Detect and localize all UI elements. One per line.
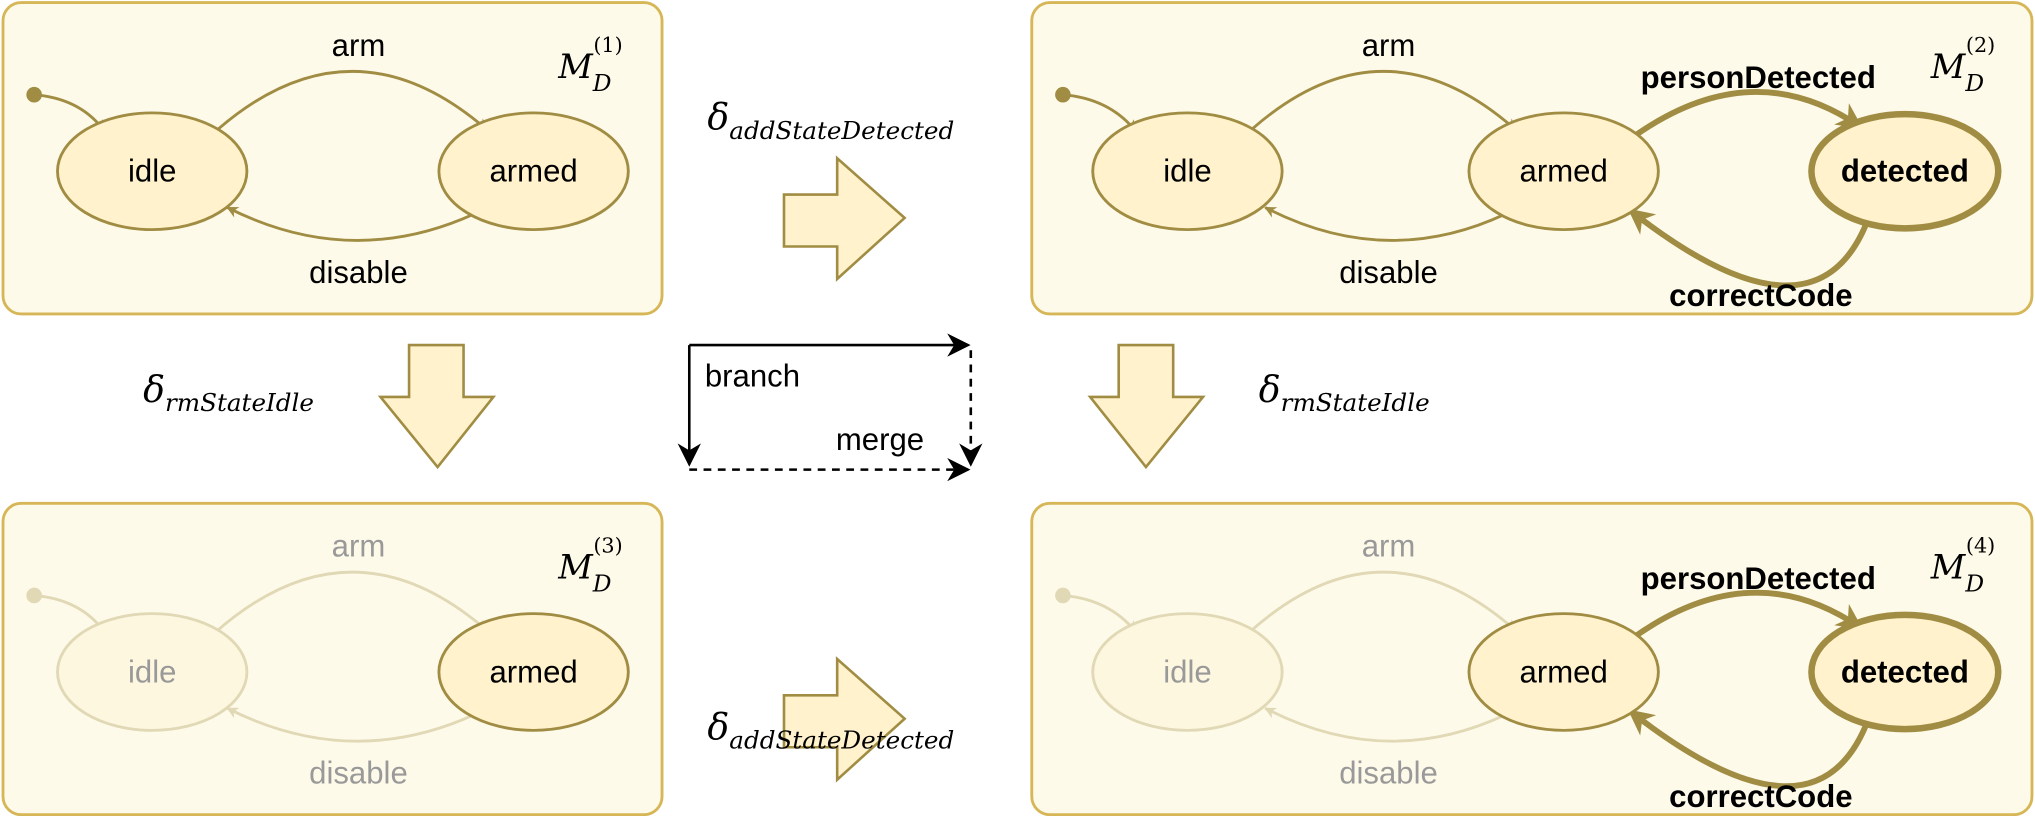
transition-arm-label: arm — [332, 529, 386, 564]
operation-rm-state-idle-right: δrmStateIdle — [1087, 343, 1430, 470]
transition-disable — [226, 206, 475, 242]
state-idle — [56, 612, 249, 732]
state-idle-label: idle — [1163, 154, 1211, 189]
transition-arm-label: arm — [1362, 529, 1416, 564]
block-arrow-right-icon — [782, 656, 907, 783]
operation-add-state-detected-bottom: δaddStateDetected — [707, 656, 954, 783]
transition-correctCode-label: correctCode — [1669, 779, 1852, 814]
transition-personDetected — [1630, 89, 1863, 140]
transition-arm — [213, 70, 488, 134]
state-armed — [1467, 111, 1660, 232]
operation-label: δrmStateIdle — [143, 368, 314, 417]
state-armed — [437, 111, 630, 232]
model-panel-4: MD(4) idle armed detected arm disable pe… — [1030, 501, 2034, 816]
state-armed — [1467, 612, 1660, 732]
transition-arm-label: arm — [1362, 28, 1416, 63]
block-arrow-down-icon — [1087, 343, 1206, 470]
state-armed-label: armed — [489, 654, 577, 689]
model-panel-1: MD(1) idle armed arm disable — [1, 1, 664, 316]
model-label: MD(3) — [557, 534, 622, 598]
transition-arm — [1247, 570, 1517, 635]
transition-disable — [226, 707, 475, 743]
state-armed — [437, 612, 630, 732]
model-label: MD(1) — [557, 33, 622, 97]
state-armed-label: armed — [1520, 654, 1608, 689]
operation-label: δrmStateIdle — [1259, 368, 1430, 417]
initial-transition — [34, 594, 106, 633]
transition-correctCode — [1627, 708, 1872, 790]
block-arrow-right-icon — [782, 155, 907, 282]
state-armed-label: armed — [1520, 154, 1608, 189]
model-panel-2: MD(2) idle armed detected arm disable pe… — [1030, 1, 2034, 316]
state-idle-label: idle — [1163, 654, 1211, 689]
state-detected-label: detected — [1841, 654, 1969, 689]
removed-elements — [26, 570, 488, 743]
transition-arm — [1247, 70, 1517, 134]
merge-label: merge — [836, 422, 924, 457]
state-idle — [1091, 612, 1284, 732]
branch-label: branch — [705, 359, 800, 394]
transition-correctCode-label: correctCode — [1669, 278, 1852, 313]
panel-frame — [1, 1, 664, 316]
transition-disable-label: disable — [1339, 756, 1438, 791]
model-panel-3: MD(3) idle armed arm disable — [1, 501, 664, 816]
model-label: MD(4) — [1930, 534, 1995, 598]
branch-merge-legend: branch merge — [677, 333, 983, 482]
block-arrow-down-icon — [377, 343, 497, 470]
state-idle-label: idle — [128, 654, 176, 689]
state-detected — [1808, 611, 2002, 733]
transition-personDetected-label: personDetected — [1641, 60, 1876, 95]
transition-disable — [1264, 707, 1506, 743]
operation-label: δaddStateDetected — [707, 96, 954, 145]
initial-state-dot — [1055, 587, 1071, 604]
state-armed-label: armed — [489, 154, 577, 189]
removed-elements — [1055, 570, 1517, 743]
transition-arm-label: arm — [332, 28, 386, 63]
state-idle — [1091, 111, 1284, 232]
panel-frame — [1, 501, 664, 816]
initial-transition — [1062, 594, 1137, 633]
model-label: MD(2) — [1930, 33, 1995, 97]
initial-state-dot — [26, 587, 42, 604]
transition-personDetected-label: personDetected — [1641, 561, 1876, 596]
operation-rm-state-idle-left: δrmStateIdle — [143, 343, 497, 470]
operation-add-state-detected-top: δaddStateDetected — [707, 96, 954, 282]
state-detected — [1808, 110, 2002, 232]
transition-personDetected — [1630, 589, 1863, 641]
transition-disable-label: disable — [309, 255, 408, 290]
state-idle-label: idle — [128, 154, 176, 189]
transition-arm — [213, 570, 488, 635]
transition-disable-label: disable — [309, 756, 408, 791]
transition-disable — [1264, 206, 1506, 242]
state-idle — [56, 111, 249, 232]
transition-disable-label: disable — [1339, 255, 1438, 290]
operation-label: δaddStateDetected — [707, 705, 954, 754]
transition-correctCode — [1627, 207, 1872, 289]
state-detected-label: detected — [1841, 154, 1969, 189]
